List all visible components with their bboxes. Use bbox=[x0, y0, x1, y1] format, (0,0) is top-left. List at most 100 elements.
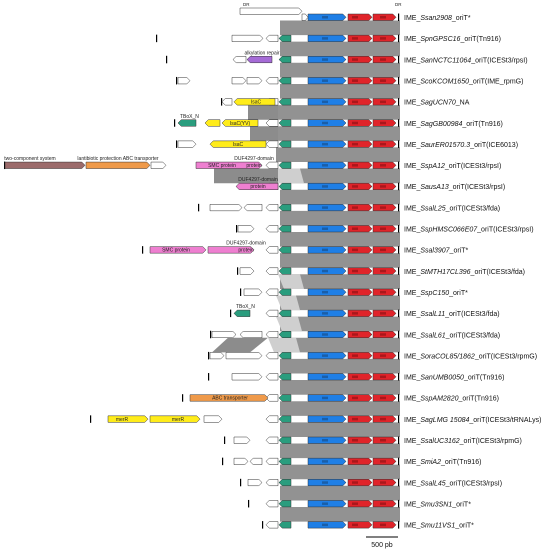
border-tick bbox=[90, 415, 92, 423]
label-species: SsalUC3162 bbox=[420, 438, 459, 445]
white-gene bbox=[301, 13, 309, 21]
teal-gene bbox=[278, 352, 292, 360]
protein-label: protein bbox=[238, 248, 254, 254]
label-species: SanNCTC11064 bbox=[420, 57, 471, 64]
label-suffix: _oriT* bbox=[449, 248, 469, 255]
white-gene bbox=[233, 436, 251, 444]
yellow-gene bbox=[107, 415, 149, 423]
gene-tag bbox=[322, 206, 328, 209]
white-gene bbox=[231, 77, 247, 85]
teal-gene bbox=[177, 119, 197, 127]
white-gene bbox=[239, 331, 263, 338]
homology-band bbox=[280, 401, 400, 416]
label-suffix: _oriT* bbox=[448, 290, 468, 297]
isac-label: IsaC bbox=[251, 100, 262, 106]
border-tick bbox=[176, 76, 178, 85]
element-label: IME_SausA13_oriT(ICESt3/rpsI) bbox=[404, 184, 505, 191]
red-gene bbox=[347, 204, 373, 212]
border-tick bbox=[210, 330, 212, 339]
blue-gene bbox=[307, 521, 347, 529]
element-label: IME_SagUCN70_NA bbox=[404, 100, 470, 107]
label-species: SagLMG 15084 bbox=[420, 417, 469, 424]
white-gene bbox=[265, 457, 279, 465]
tbox-label: TBoX_N bbox=[236, 304, 255, 310]
white-gene bbox=[209, 204, 243, 212]
blue-gene bbox=[307, 352, 347, 360]
blue-gene bbox=[307, 225, 347, 233]
gene-tag bbox=[380, 333, 386, 336]
white-gene bbox=[239, 7, 303, 15]
white-gene bbox=[237, 225, 255, 233]
gene-tag bbox=[380, 439, 386, 442]
label-suffix: _oriT(ICESt3/fda) bbox=[445, 205, 500, 212]
gene-tag bbox=[322, 227, 328, 230]
element-label: IME_SsalL45_oriT(ICESt3/rpsI) bbox=[404, 480, 502, 487]
gene-tag bbox=[380, 58, 386, 61]
gene-tag bbox=[352, 37, 358, 40]
white-gene bbox=[233, 457, 249, 465]
gene-tag bbox=[380, 37, 386, 40]
red-gene bbox=[347, 331, 373, 338]
label-species: SausA13 bbox=[420, 184, 449, 191]
dr-label: DR bbox=[395, 2, 402, 7]
homology-band bbox=[280, 20, 400, 36]
white-gene bbox=[243, 288, 263, 296]
blue-gene bbox=[307, 309, 347, 317]
teal-gene bbox=[278, 77, 292, 85]
isac-label: IsaC bbox=[233, 142, 244, 148]
gene-tag bbox=[352, 502, 358, 505]
homology-band bbox=[280, 189, 400, 205]
homology-band bbox=[280, 506, 400, 522]
label-species: Smu3SN1 bbox=[420, 501, 452, 508]
protein-label: protein bbox=[246, 163, 262, 169]
element-label: IME_SagLMG 15084_oriT(ICESt3/tRNALys) bbox=[404, 417, 541, 424]
label-species: SspC150 bbox=[420, 290, 449, 297]
blue-gene bbox=[307, 161, 347, 169]
right-border-tick bbox=[398, 225, 400, 233]
homology-left bbox=[248, 105, 278, 120]
element-label: IME_SspA12_oriT(ICESt3/rpsI) bbox=[404, 163, 501, 170]
gene-tag bbox=[352, 290, 358, 294]
red-gene bbox=[372, 331, 397, 338]
gene-tag bbox=[322, 185, 328, 188]
homology-band bbox=[280, 168, 400, 184]
gene-tag bbox=[380, 269, 386, 273]
right-border-tick bbox=[398, 309, 400, 318]
white-gene bbox=[265, 331, 279, 338]
element-label: IME_Ssal3907_oriT* bbox=[404, 248, 468, 255]
homology-band bbox=[280, 422, 400, 437]
homology-regions bbox=[212, 20, 400, 522]
teal-gene bbox=[278, 225, 292, 233]
label-suffix: _oriT(Tn916) bbox=[457, 396, 498, 403]
border-tick bbox=[240, 288, 242, 296]
red-gene bbox=[347, 140, 373, 148]
gene-tag bbox=[352, 439, 358, 442]
homology-band bbox=[276, 105, 400, 120]
label-suffix: _oriT(Tn916) bbox=[440, 459, 481, 466]
white-gene bbox=[211, 331, 237, 338]
label-species: SspA12 bbox=[420, 163, 445, 170]
homology-band bbox=[280, 485, 400, 501]
label-prefix: IME_ bbox=[404, 311, 420, 318]
abc-transporter-label: ABC transporter bbox=[212, 396, 248, 402]
gene-tag bbox=[352, 185, 358, 188]
label-prefix: IME_ bbox=[404, 438, 420, 445]
white-gene bbox=[265, 77, 279, 85]
label-species: SsalL45 bbox=[420, 480, 445, 487]
teal-gene bbox=[278, 288, 292, 296]
label-species: SaurER01570.3 bbox=[420, 142, 470, 149]
homology-band bbox=[276, 147, 400, 163]
merR-label: merR bbox=[172, 417, 185, 423]
gene-tag bbox=[322, 58, 328, 61]
label-suffix: _oriT(ICESt3/rpsI) bbox=[470, 57, 527, 64]
duf-label: DUF4297-domain bbox=[234, 156, 274, 162]
red-gene bbox=[372, 457, 397, 465]
label-prefix: IME_ bbox=[404, 501, 420, 508]
blue-gene bbox=[307, 246, 347, 254]
yellow-gene bbox=[233, 98, 276, 106]
homology-band bbox=[280, 41, 400, 57]
border-tick bbox=[142, 246, 144, 254]
element-label: IME_SsalL25_oriT(ICESt3/fda) bbox=[404, 205, 500, 212]
teal-gene bbox=[233, 309, 251, 317]
